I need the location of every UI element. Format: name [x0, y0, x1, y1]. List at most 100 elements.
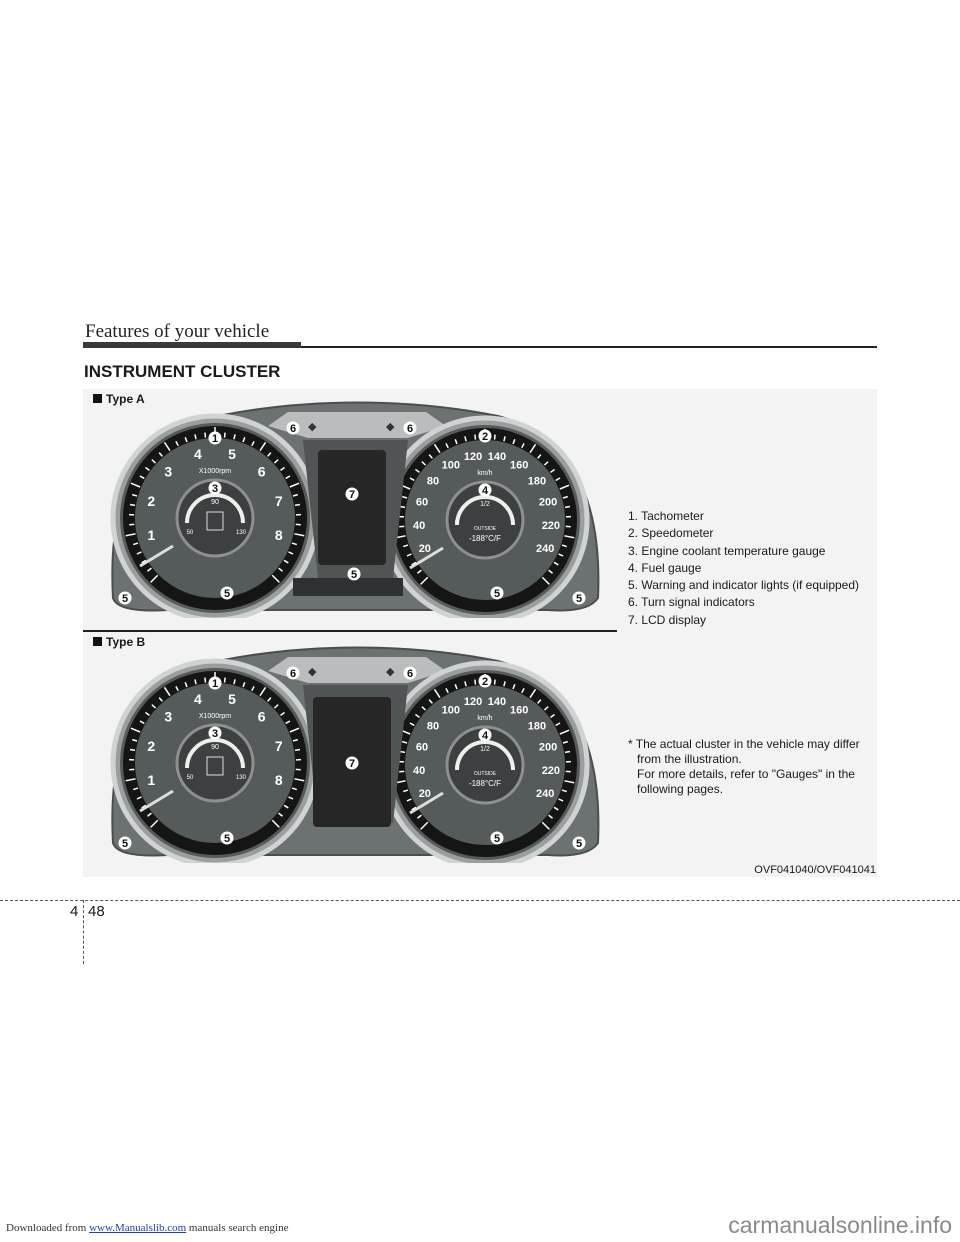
speedometer-tick-label: 120 [464, 696, 482, 708]
callout-marker [345, 756, 359, 770]
fuel-empty-label: 0 [455, 765, 459, 771]
callout-1: 1 [212, 678, 218, 690]
gear-display [206, 511, 224, 531]
tachometer-tick [184, 437, 188, 443]
tachometer-tick [132, 493, 138, 497]
tachometer-tick [223, 677, 226, 683]
speedometer-tick [411, 561, 417, 566]
manualslib-link[interactable]: www.Manualslib.com [89, 1222, 187, 1234]
speedometer-tick-label: 160 [510, 705, 528, 717]
callout-marker [286, 421, 300, 435]
tachometer-tick [294, 748, 301, 752]
speedometer-tick [503, 436, 506, 442]
callout-6: 6 [407, 423, 413, 435]
speedometer-tick-label: 80 [427, 720, 439, 732]
tachometer-tick [150, 819, 159, 828]
tachometer-tick-label: 5 [228, 446, 236, 462]
callout-2: 2 [482, 431, 488, 443]
turn-right-icon: ◆ [386, 420, 395, 433]
tachometer-tick [280, 466, 286, 471]
callout-4: 4 [482, 730, 489, 742]
temp-high-label: 130 [236, 530, 247, 536]
turn-signal-bar [268, 412, 446, 438]
speedometer-tick [553, 561, 559, 566]
speedometer-unit: km/h [477, 715, 492, 722]
tachometer-tick-label: 3 [164, 463, 172, 479]
note-line: For more details, refer to "Gauges" in t… [637, 767, 855, 781]
tachometer-tick [251, 441, 255, 447]
temp-low-label: 50 [187, 775, 194, 781]
speedometer-inner-arc [455, 740, 515, 771]
speedometer-tick [512, 439, 516, 445]
speedometer-needle [409, 791, 444, 815]
legend-item: 7. LCD display [628, 612, 707, 627]
speedometer-tick [421, 461, 427, 466]
legend-item: 5. Warning and indicator lights (if equi… [628, 578, 860, 593]
speedometer-tick [402, 495, 408, 499]
outside-label: OUTSIDE [474, 771, 497, 777]
page-title: INSTRUMENT CLUSTER [84, 362, 281, 381]
callout-6: 6 [407, 668, 413, 680]
tachometer-tick [280, 711, 286, 716]
tachometer-tick [204, 432, 207, 438]
tachometer-tick-label: 4 [194, 691, 202, 707]
speedometer-inner-gauge [445, 480, 525, 560]
tachometer-tick [291, 542, 298, 546]
fuel-full-label: 1 [512, 765, 516, 771]
speedometer-tick [558, 798, 564, 802]
speedometer-unit: km/h [477, 470, 492, 477]
tachometer-tick [285, 720, 291, 725]
speedometer-tick [564, 780, 575, 784]
speedometer-tick-label: 200 [539, 741, 557, 753]
speedometer-tick [555, 722, 561, 727]
speedometer-tick [548, 569, 554, 574]
callout-marker [490, 831, 504, 845]
speedometer-tick [493, 679, 496, 685]
callout-marker [208, 481, 222, 495]
callout-5: 5 [224, 833, 230, 845]
tachometer-tick [283, 559, 289, 564]
temp-mid-label: 90 [211, 744, 219, 751]
turn-left-icon: ◆ [308, 665, 317, 678]
tachometer-tick [150, 574, 159, 583]
speedometer-tick [562, 495, 568, 499]
speedometer-tick [445, 443, 449, 449]
tachometer-tick [144, 711, 150, 716]
image-code: OVF041040/OVF041041 [754, 864, 876, 876]
callout-5: 5 [494, 588, 500, 600]
tachometer-tick [132, 542, 139, 546]
tachometer-tick-label: 4 [194, 446, 202, 462]
callout-marker [286, 666, 300, 680]
callout-marker [478, 674, 492, 688]
tachometer-unit: X1000rpm [199, 468, 231, 475]
tachometer-tick [163, 441, 171, 452]
legend-item: 3. Engine coolant temperature gauge [628, 543, 826, 558]
callout-marker [347, 567, 361, 581]
tachometer-tick [259, 686, 267, 697]
tachometer-tick [184, 682, 188, 688]
speedometer-tick [402, 544, 409, 548]
speedometer-tick-label: 220 [542, 520, 560, 532]
tachometer-tick [129, 748, 136, 752]
type-b-text: Type B [106, 635, 146, 649]
tachometer-tick [141, 559, 147, 564]
tachometer-tick [139, 720, 145, 725]
speedometer-tick [537, 454, 542, 459]
tachometer-tick [278, 812, 284, 817]
speedometer-tick [454, 684, 458, 690]
tachometer-tick-label: 6 [258, 463, 266, 479]
callout-marker [208, 726, 222, 740]
tachometer-tick [271, 574, 280, 583]
tachometer-tick [139, 475, 145, 480]
speedometer-tick [406, 553, 412, 557]
speedometer-tick [414, 468, 420, 473]
tachometer-tick [283, 804, 289, 809]
speedometer-tick-label: 220 [542, 765, 560, 777]
callout-5: 5 [122, 838, 128, 850]
speedometer-tick-label: 180 [528, 475, 546, 487]
tachometer-tick [194, 434, 197, 440]
tachometer-tick-label: 6 [258, 708, 266, 724]
speedometer-tick [503, 681, 506, 687]
tachometer-tick [130, 482, 141, 488]
speedometer-tick-label: 160 [510, 460, 528, 472]
